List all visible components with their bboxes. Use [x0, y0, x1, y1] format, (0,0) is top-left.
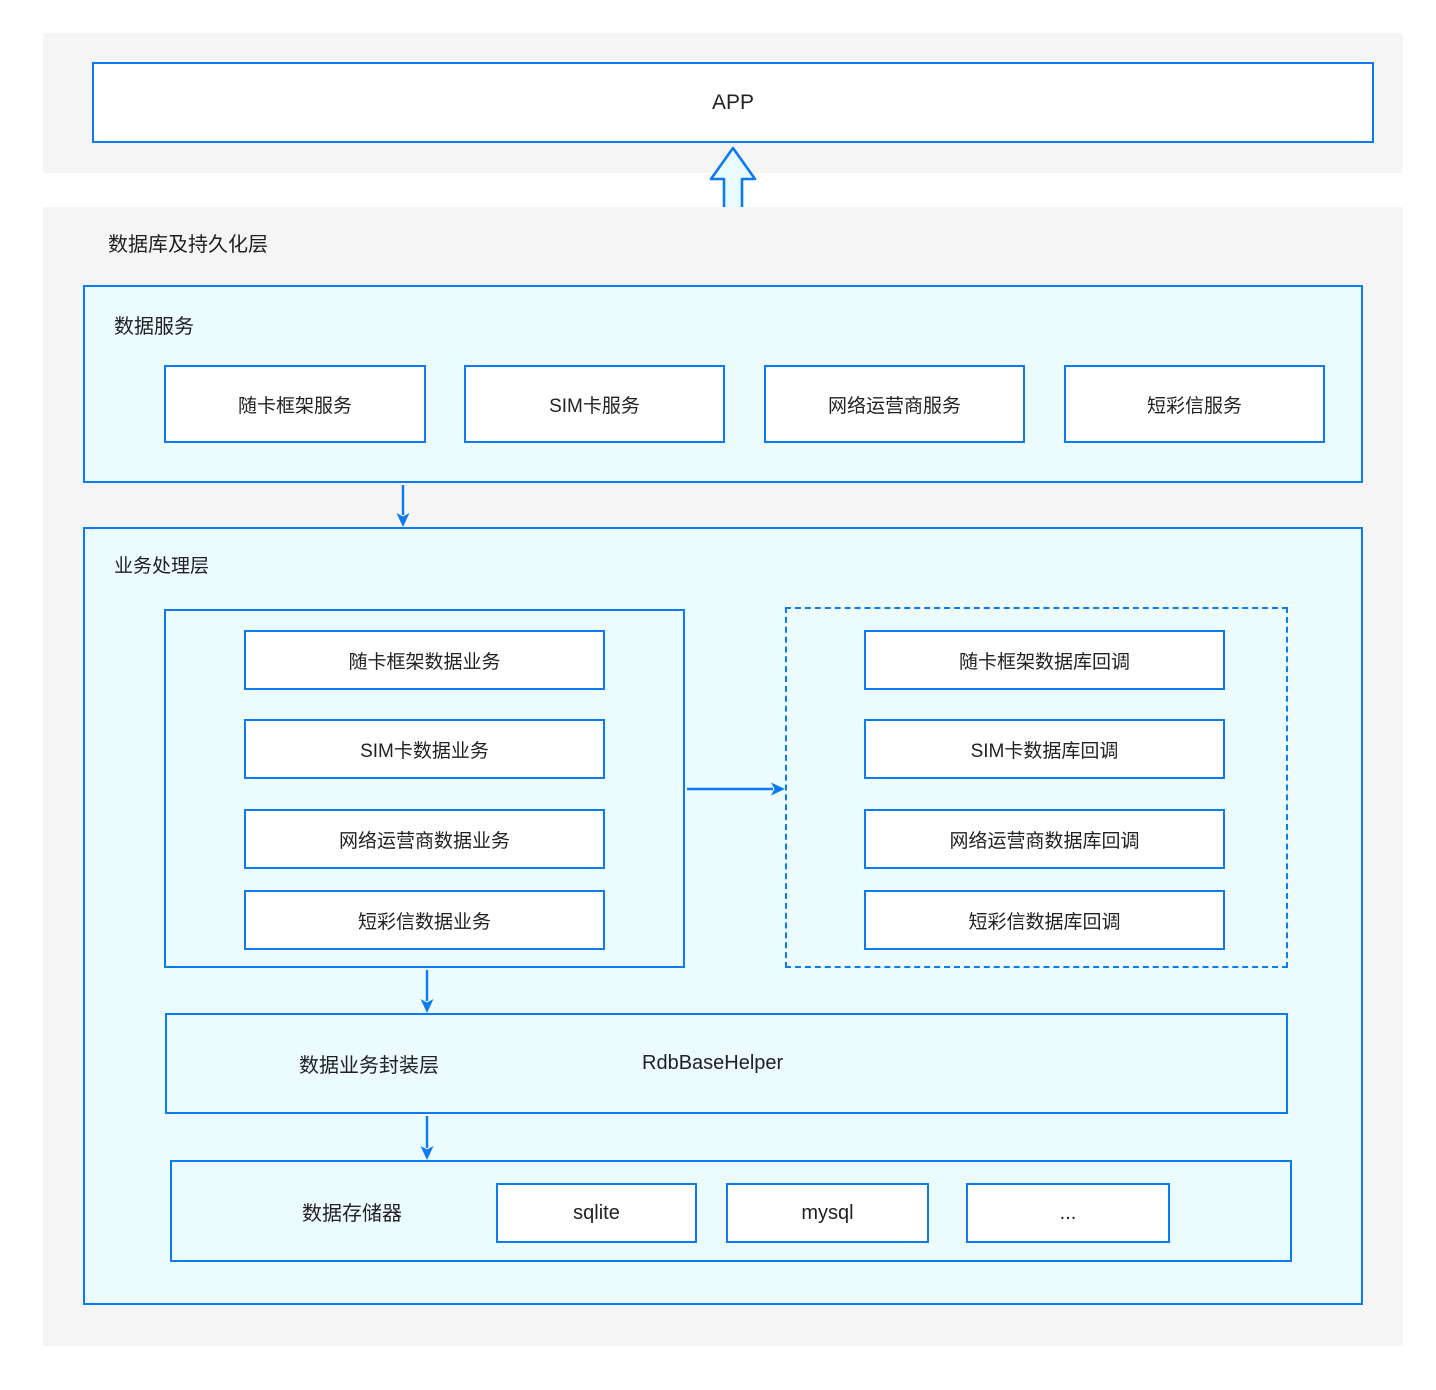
business-layer-title: 业务处理层	[114, 556, 210, 577]
app-box-label: APP	[711, 90, 755, 114]
business-box-sim: SIM卡数据业务	[244, 719, 605, 779]
service-label: 网络运营商服务	[827, 395, 961, 417]
service-label: 随卡框架服务	[237, 395, 352, 417]
business-box-label: 随卡框架数据业务	[348, 651, 501, 673]
data-business-wrapper-layer: 数据业务封装层 RdbBaseHelper	[165, 1013, 1288, 1114]
storage-engine-other: ...	[966, 1183, 1170, 1243]
service-box-card-framework: 随卡框架服务	[164, 365, 426, 443]
persistence-layer-title: 数据库及持久化层	[108, 234, 268, 256]
storage-engine-sqlite: sqlite	[496, 1183, 697, 1243]
business-box-label: 短彩信数据业务	[357, 911, 491, 933]
storage-layer-label: 数据存储器	[302, 1202, 402, 1225]
business-box-label: SIM卡数据业务	[360, 740, 489, 762]
callback-box-label: 短彩信数据库回调	[968, 911, 1121, 933]
database-callback-group: 随卡框架数据库回调 SIM卡数据库回调 网络运营商数据库回调 短彩信数据库回调	[785, 607, 1288, 968]
wrapper-layer-class-name: RdbBaseHelper	[642, 1052, 784, 1074]
callback-box-label: 网络运营商数据库回调	[949, 830, 1140, 852]
callback-box-label: 随卡框架数据库回调	[958, 651, 1130, 673]
callback-box-label: SIM卡数据库回调	[970, 740, 1119, 762]
service-box-sim: SIM卡服务	[464, 365, 725, 443]
data-storage-layer: 数据存储器 sqlite mysql ...	[170, 1160, 1292, 1262]
wrapper-layer-label: 数据业务封装层	[299, 1055, 439, 1077]
service-label: 短彩信服务	[1146, 395, 1242, 417]
business-box-sms-mms: 短彩信数据业务	[244, 890, 605, 950]
callback-box-sms-mms: 短彩信数据库回调	[864, 890, 1225, 950]
arrow-down-icon	[420, 970, 434, 1013]
storage-engine-mysql: mysql	[726, 1183, 929, 1243]
business-box-card-framework: 随卡框架数据业务	[244, 630, 605, 690]
app-box: APP	[92, 62, 1374, 143]
business-box-label: 网络运营商数据业务	[338, 830, 510, 852]
arrow-down-icon	[420, 1116, 434, 1160]
arrow-down-icon	[396, 485, 410, 527]
callback-box-carrier: 网络运营商数据库回调	[864, 809, 1225, 869]
storage-engine-label: ...	[1059, 1201, 1077, 1224]
callback-box-card-framework: 随卡框架数据库回调	[864, 630, 1225, 690]
data-business-group: 随卡框架数据业务 SIM卡数据业务 网络运营商数据业务 短彩信数据业务	[164, 609, 685, 968]
storage-engine-label: mysql	[801, 1201, 854, 1224]
service-box-carrier: 网络运营商服务	[764, 365, 1025, 443]
business-layer-container: 业务处理层 随卡框架数据业务 SIM卡数据业务 网络运营商数据业务 短彩信数据业…	[83, 527, 1363, 1305]
service-box-sms-mms: 短彩信服务	[1064, 365, 1325, 443]
storage-engine-label: sqlite	[573, 1201, 620, 1224]
service-label: SIM卡服务	[549, 395, 640, 417]
arrow-right-icon	[687, 782, 785, 796]
data-service-container: 数据服务 随卡框架服务 SIM卡服务 网络运营商服务 短彩信服务	[83, 285, 1363, 483]
callback-box-sim: SIM卡数据库回调	[864, 719, 1225, 779]
data-service-title: 数据服务	[114, 316, 194, 338]
business-box-carrier: 网络运营商数据业务	[244, 809, 605, 869]
